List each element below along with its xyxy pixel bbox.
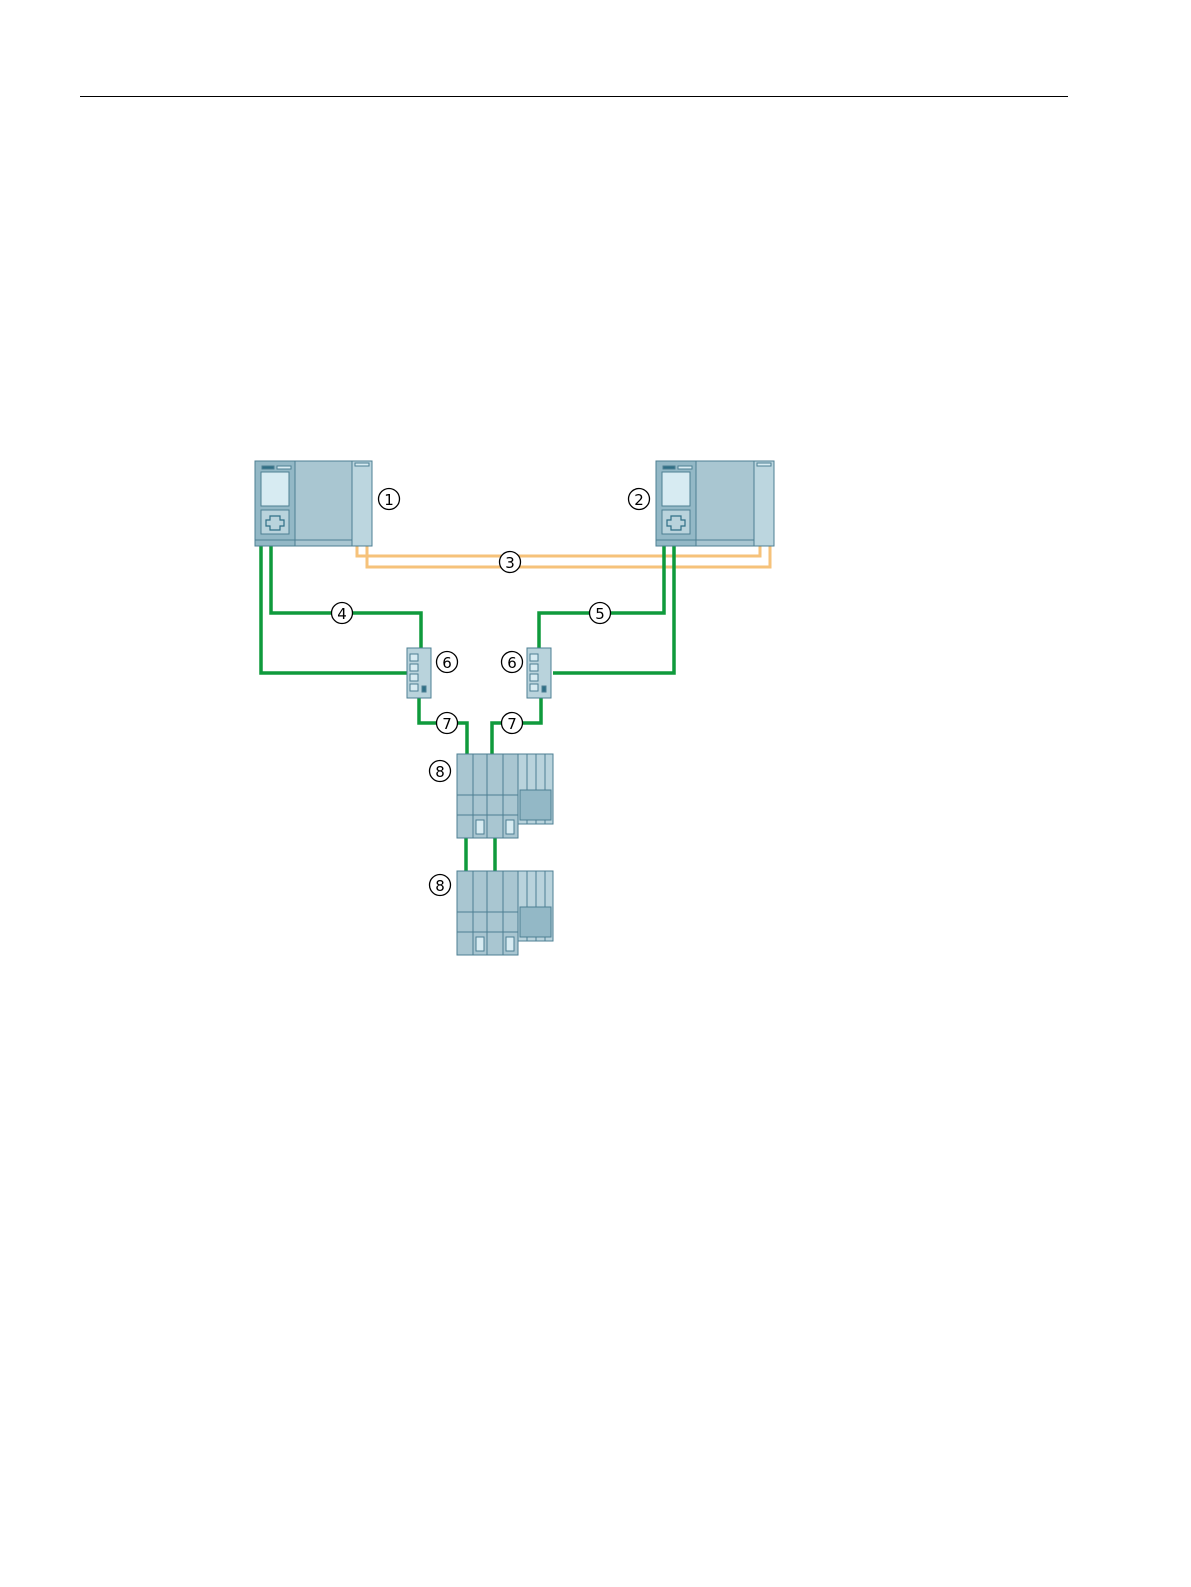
cpu2-icon xyxy=(656,461,774,546)
callout-sync-label: 3 xyxy=(505,554,515,572)
callout-link-left-label: 7 xyxy=(442,715,452,733)
callout-switch-right: 6 xyxy=(502,652,523,673)
callout-io-bottom: 8 xyxy=(430,875,451,896)
callout-switch-left: 6 xyxy=(437,652,458,673)
io-station-bottom-icon xyxy=(457,871,553,955)
callout-switch-left-label: 6 xyxy=(442,654,452,672)
callout-net-left-label: 4 xyxy=(337,605,347,623)
callout-net-left: 4 xyxy=(332,603,353,624)
callout-io-top-label: 8 xyxy=(435,763,445,781)
switch-right-icon xyxy=(527,648,551,698)
net-left-upper xyxy=(271,546,421,650)
callout-net-right: 5 xyxy=(590,603,611,624)
callout-cpu2: 2 xyxy=(629,489,650,510)
sync-connection xyxy=(357,546,770,567)
cpu1-icon xyxy=(255,461,372,546)
io-station-top-icon xyxy=(457,754,553,838)
callout-cpu2-label: 2 xyxy=(634,491,644,509)
net-right-upper xyxy=(539,546,664,650)
callout-io-bottom-label: 8 xyxy=(435,877,445,895)
callout-sync: 3 xyxy=(500,552,521,573)
net-right-lower xyxy=(553,546,674,673)
callout-link-right: 7 xyxy=(502,713,523,734)
callout-cpu1: 1 xyxy=(379,489,400,510)
switch-left-icon xyxy=(407,648,431,698)
callout-link-right-label: 7 xyxy=(507,715,517,733)
callout-cpu1-label: 1 xyxy=(384,491,394,509)
callout-net-right-label: 5 xyxy=(595,605,605,623)
sync-line-1 xyxy=(357,546,760,556)
callout-link-left: 7 xyxy=(437,713,458,734)
callout-switch-right-label: 6 xyxy=(507,654,517,672)
callout-io-top: 8 xyxy=(430,761,451,782)
